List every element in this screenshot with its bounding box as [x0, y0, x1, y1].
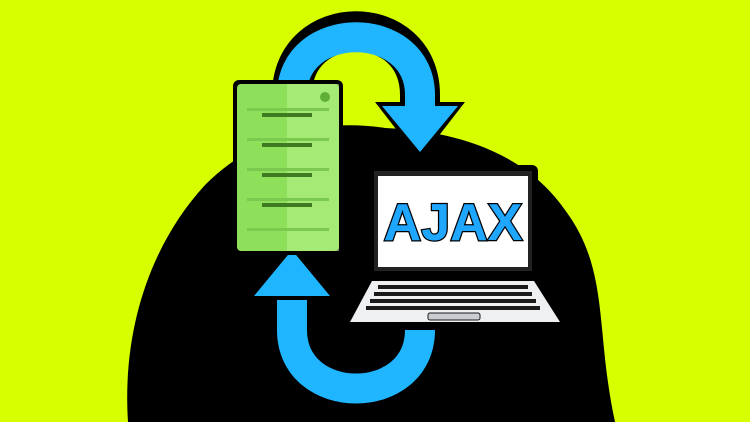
top-curved-arrow: [272, 11, 465, 160]
laptop-trackpad: [427, 312, 481, 321]
laptop-icon: AJAX: [344, 165, 566, 330]
laptop-screen: [378, 176, 528, 267]
bottom-curved-arrow: [247, 240, 440, 414]
server-icon: [233, 80, 343, 255]
laptop-keyboard: [366, 285, 540, 310]
server-drive-bays: [247, 108, 329, 231]
ajax-screen-label: AJAX: [384, 194, 523, 252]
